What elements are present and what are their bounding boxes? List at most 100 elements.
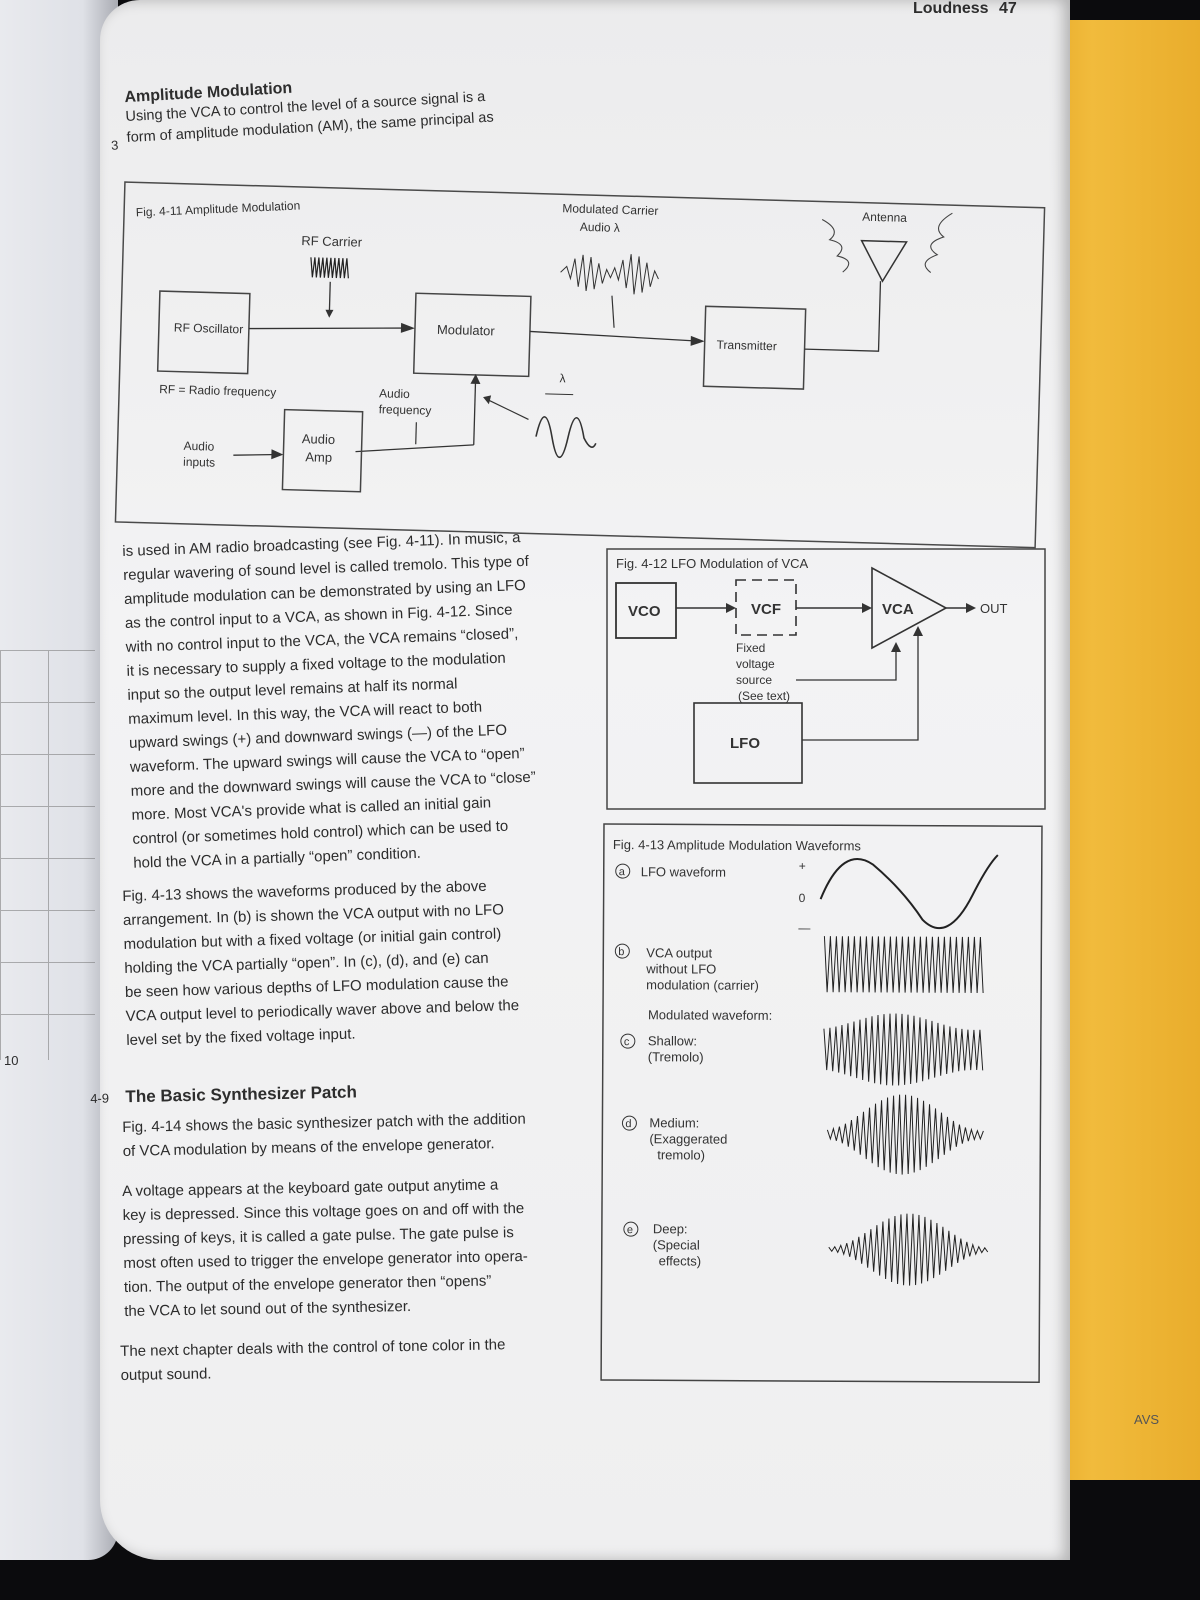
modulated-carrier-label: Modulated Carrier [562, 201, 658, 218]
fig-4-13-diagram: Fig. 4-13 Amplitude Modulation Waveforms… [600, 823, 1043, 1384]
book-page [100, 0, 1070, 1560]
marker-a: a [619, 866, 626, 878]
audio-amp-line-1: Audio [302, 431, 336, 447]
fig-4-12: Fig. 4-12 LFO Modulation of VCA VCO VCF … [606, 548, 1046, 810]
modulator-label: Modulator [437, 322, 496, 339]
carrier-waveform-b [823, 936, 984, 994]
side-marker-top: 3 [110, 137, 119, 153]
antenna-label: Antenna [862, 210, 907, 225]
fig-4-13: Fig. 4-13 Amplitude Modulation Waveforms… [600, 823, 1043, 1385]
fig-4-12-caption: Fig. 4-12 LFO Modulation of VCA [616, 556, 809, 571]
body-paragraph-4: A voltage appears at the keyboard gate o… [122, 1172, 584, 1324]
modulated-carrier-wave [560, 254, 659, 295]
fig-4-12-frame [606, 548, 1046, 810]
audio-inputs-line-1: Audio [183, 439, 214, 454]
lfo-box [693, 702, 803, 784]
d-label-1: (Exaggerated [649, 1131, 727, 1146]
c-label-1: (Tremolo) [648, 1049, 704, 1064]
left-page: 10 [0, 0, 118, 1560]
shallow-modulated-waveform-c [823, 1013, 984, 1086]
lambda-label: λ [559, 371, 565, 385]
marker-e-circle [623, 1221, 639, 1237]
body-paragraph-2: Fig. 4-13 shows the waveforms produced b… [122, 872, 577, 1052]
basic-patch-heading: The Basic Synthesizer Patch [125, 1082, 358, 1107]
wave-e-path [828, 1213, 989, 1286]
minus-label: — [798, 921, 810, 935]
antenna-icon [860, 239, 908, 283]
fixed-voltage-line-2: source [736, 673, 772, 687]
modulator-box [412, 292, 532, 378]
radio-waves-left-icon [821, 219, 850, 273]
audio-frequency-arrow [415, 422, 417, 445]
fixed-voltage-line-0: Fixed [736, 641, 765, 655]
marker-b-circle [614, 943, 630, 959]
marker-d: d [625, 1118, 631, 1130]
fig-4-11-caption: Fig. 4-11 Amplitude Modulation [136, 198, 301, 219]
lfo-waveform-label: LFO waveform [641, 864, 726, 879]
audio-amp-line-2: Amp [305, 449, 332, 465]
side-marker-section: 4-9 [90, 1090, 110, 1106]
body-paragraph-1: is used in AM radio broadcasting (see Fi… [122, 524, 583, 876]
fig-4-11: Fig. 4-11 Amplitude Modulation RF Carrie… [113, 180, 1046, 551]
fig-4-11-diagram: Fig. 4-11 Amplitude Modulation RF Carrie… [114, 181, 1046, 549]
fig-4-11-frame [114, 181, 1046, 549]
wave-b-path [823, 936, 984, 994]
audio-sine-wave [535, 416, 597, 459]
vco-label: VCO [628, 603, 661, 620]
body-paragraph-3: Fig. 4-14 shows the basic synthesizer pa… [122, 1106, 583, 1164]
marker-b: b [618, 946, 624, 958]
audio-frequency-line-1: Audio [379, 386, 410, 401]
marker-c-circle [620, 1033, 636, 1049]
transmitter-label: Transmitter [716, 338, 777, 354]
rf-oscillator-label: RF Oscillator [174, 320, 244, 336]
b-label-2: modulation (carrier) [646, 977, 759, 993]
e-label-1: (Special [653, 1237, 700, 1252]
wave-d-path [826, 1094, 984, 1175]
e-label-2: effects) [659, 1253, 701, 1268]
vco-box [615, 582, 677, 639]
rf-carrier-label: RF Carrier [301, 233, 363, 250]
plus-label: + [799, 859, 806, 873]
e-label-0: Deep: [653, 1221, 688, 1236]
out-label: OUT [980, 601, 1008, 616]
fig-4-12-diagram: Fig. 4-12 LFO Modulation of VCA VCO VCF … [606, 548, 1046, 810]
rf-oscillator-box [156, 290, 251, 375]
audio-frequency-line-2: frequency [379, 402, 432, 417]
fixed-voltage-line-1: voltage [736, 657, 775, 671]
fig-4-13-caption: Fig. 4-13 Amplitude Modulation Waveforms [613, 837, 862, 853]
amp-to-modulator-line [473, 377, 477, 445]
vca-label: VCA [882, 601, 914, 618]
zero-label: 0 [799, 891, 806, 905]
running-head: Loudness 47 [913, 0, 1017, 18]
marker-a-circle [615, 863, 631, 879]
fig-4-13-frame [600, 823, 1043, 1384]
c-label-0: Shallow: [648, 1033, 697, 1048]
audio-amp-box [281, 408, 364, 493]
modulated-carrier-arrow [611, 295, 615, 328]
running-head-title: Loudness [913, 0, 989, 17]
marker-c: c [624, 1036, 630, 1048]
vca-triangle [871, 566, 948, 650]
audio-lambda-label: Audio λ [580, 220, 620, 235]
b-label-0: VCA output [646, 945, 712, 960]
modulator-to-transmitter-line [529, 330, 699, 342]
deep-modulated-waveform-e [828, 1213, 989, 1286]
page-number: 47 [999, 0, 1017, 17]
body-paragraph-5: The next chapter deals with the control … [120, 1332, 581, 1388]
bottom-edge-text: AVS [1134, 1412, 1160, 1427]
modulated-waveform-label: Modulated waveform: [648, 1007, 772, 1023]
transmitter-to-antenna-line [804, 281, 882, 352]
left-page-number: 10 [4, 1053, 19, 1068]
lfo-label: LFO [730, 735, 760, 752]
radio-waves-right-icon [924, 212, 953, 274]
oscillator-to-modulator-line [248, 327, 409, 330]
rf-carrier-wave [310, 257, 349, 279]
fixed-voltage-line-3: (See text) [738, 689, 790, 703]
medium-modulated-waveform-d [826, 1094, 984, 1175]
lfo-sine-waveform [819, 854, 999, 930]
left-page-graph-fragment [0, 650, 95, 1060]
wave-c-path [823, 1013, 984, 1086]
rf-note: RF = Radio frequency [159, 382, 276, 399]
marker-d-circle [621, 1115, 637, 1131]
marker-e: e [627, 1224, 633, 1236]
